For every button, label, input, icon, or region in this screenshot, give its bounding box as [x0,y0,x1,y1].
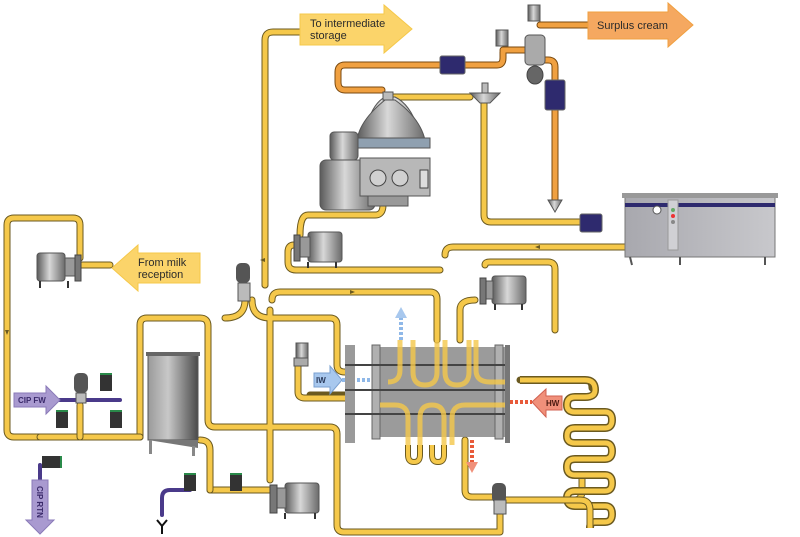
cip-pipes [38,398,192,517]
cream-control-valves [495,4,563,213]
from-milk-reception-label-line1: From milk [138,257,187,269]
flow-direction-arrows [5,245,540,335]
regulating-valve [293,342,309,367]
valve [230,473,242,491]
cip-return-label: CIP RTN [35,486,44,518]
valve [184,473,196,491]
cip-forward-label: CIP FW [18,396,46,405]
valve [74,373,88,404]
feed-pump [293,231,343,268]
milk-pipes [3,28,639,536]
cream-pipes [334,21,594,204]
milk-inlet-valve [236,263,251,302]
surplus-cream-arrow: Surplus cream [587,1,694,49]
hot-water-outlet [466,440,478,473]
cip-forward-arrow: CIP FW [13,384,61,416]
valve [56,410,68,428]
valve [42,456,62,468]
circulation-pump [269,482,320,519]
plate-heat-exchanger [345,340,510,466]
ice-water-outlet [395,307,407,340]
cip-return-arrow: CIP RTN [24,479,56,535]
to-intermediate-storage-arrow: To intermediate storage [299,3,413,55]
standardization-unit [622,193,778,266]
divert-valve [492,483,507,515]
holding-tube [520,376,616,529]
hot-water-label: HW [546,399,560,408]
valve [100,373,112,391]
ice-water-label: IW [316,376,326,385]
hot-water-arrow: HW [510,387,563,419]
balance-tank [146,352,200,456]
reception-pump [36,252,82,288]
cream-outlet-valve [468,82,502,104]
separator [319,91,431,211]
booster-pump [479,275,527,310]
to-intermediate-storage-label-line1: To intermediate [310,18,385,30]
to-intermediate-storage-label-line2: storage [310,30,347,42]
valve [110,410,122,428]
drain-icon [156,519,168,534]
from-milk-reception-label-line2: reception [138,269,183,281]
from-milk-reception-arrow: From milk reception [111,243,201,293]
surplus-cream-label: Surplus cream [597,20,668,32]
cip-valves [42,373,242,491]
flow-meters [439,55,603,233]
